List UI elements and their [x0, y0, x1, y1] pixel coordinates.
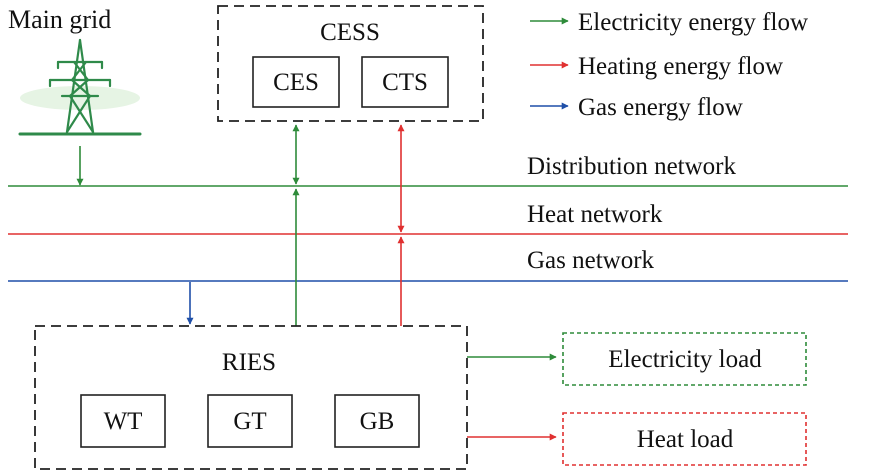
gb-label: GB: [360, 408, 395, 435]
heat-load-box: [562, 412, 807, 466]
legend: Electricity energy flow Heating energy f…: [530, 9, 808, 121]
legend-heating-label: Heating energy flow: [578, 53, 783, 80]
wt-label: WT: [104, 408, 143, 435]
ces-label: CES: [273, 69, 319, 96]
cts-box: [361, 56, 449, 108]
gt-label: GT: [233, 408, 266, 435]
cts-label: CTS: [382, 69, 428, 96]
gb-box: [334, 394, 420, 448]
electricity-load-label: Electricity load: [608, 346, 762, 373]
wt-box: [80, 394, 166, 448]
cess-box: [217, 5, 484, 122]
ries-label: RIES: [222, 349, 276, 376]
electricity-load-box: [562, 332, 807, 386]
heat-network-label: Heat network: [527, 201, 663, 228]
ces-box: [252, 56, 340, 108]
heat-load-label: Heat load: [637, 426, 734, 453]
main-grid-label: Main grid: [8, 5, 111, 34]
legend-gas-label: Gas energy flow: [578, 94, 743, 121]
distribution-network-label: Distribution network: [527, 153, 737, 180]
transmission-tower-icon: [18, 38, 142, 136]
gas-network-label: Gas network: [527, 247, 655, 274]
gt-box: [207, 394, 293, 448]
cess-label: CESS: [320, 19, 380, 46]
ries-box: [34, 325, 468, 470]
legend-electricity-label: Electricity energy flow: [578, 9, 808, 36]
